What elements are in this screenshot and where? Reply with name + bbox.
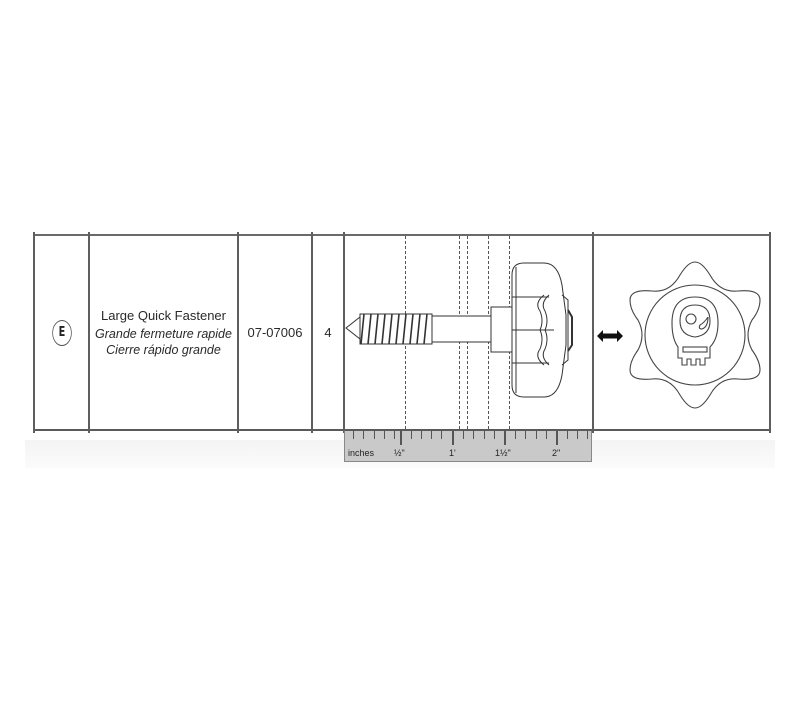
column-divider (33, 232, 35, 433)
column-divider (237, 232, 239, 433)
name-french: Grande fermeture rapide (95, 326, 232, 341)
quantity: 4 (324, 325, 332, 340)
part-number-cell: 07-07006 (239, 236, 311, 429)
letter-cell: E (35, 236, 88, 429)
part-number: 07-07006 (247, 325, 303, 340)
ruler-unit-label: inches (348, 448, 375, 458)
ruler-label-two: 2" (552, 448, 561, 458)
column-divider (311, 232, 313, 433)
part-letter-badge: E (51, 319, 72, 346)
double-arrow-icon (597, 330, 623, 342)
column-divider (88, 232, 90, 433)
name-english: Large Quick Fastener (100, 307, 226, 323)
description-cell: Large Quick Fastener Grande fermeture ra… (90, 236, 237, 429)
quantity-cell: 4 (313, 236, 343, 429)
inch-ruler: inches ½" 1' 1½" 2" (344, 431, 592, 462)
star-knob-top-view (629, 261, 761, 409)
parts-table-row (33, 234, 770, 431)
column-divider (592, 232, 594, 433)
ruler-label-half: ½" (394, 448, 405, 458)
part-description: Large Quick Fastener Grande fermeture ra… (95, 308, 232, 358)
name-spanish: Cierre rápido grande (106, 342, 221, 357)
fastener-side-view (345, 262, 573, 398)
column-divider (343, 232, 345, 433)
column-divider (769, 232, 771, 433)
ruler-label-one-half: 1½" (495, 448, 511, 458)
ruler-label-one: 1' (449, 448, 456, 458)
